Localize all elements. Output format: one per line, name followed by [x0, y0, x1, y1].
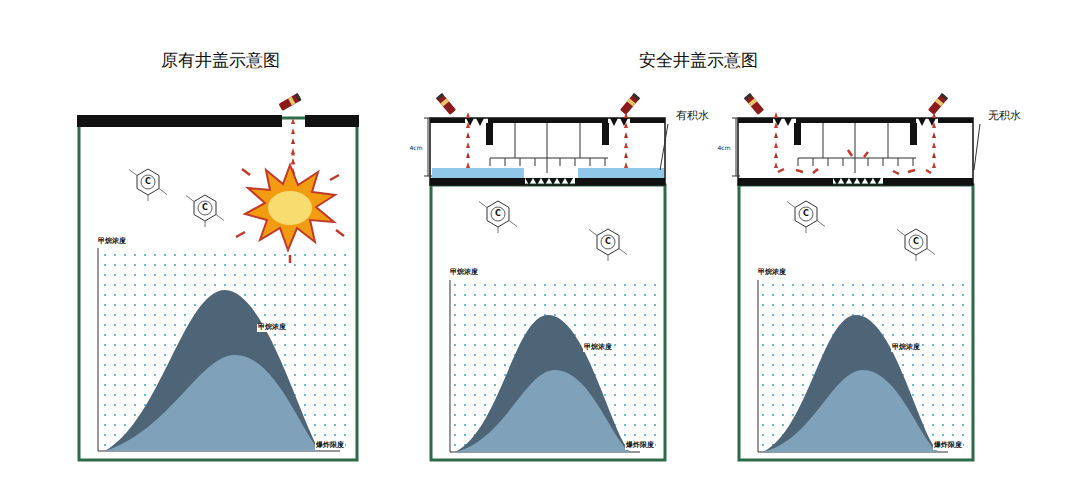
atom-label: C	[803, 210, 809, 219]
curve-label: 甲烷浓度	[891, 344, 921, 352]
curve-label: 甲烷浓度	[583, 344, 613, 352]
axis-label: 爆炸限度	[933, 442, 963, 450]
atom-label: C	[202, 204, 208, 213]
axis-label: 爆炸限度	[625, 442, 655, 450]
axis-label: 甲烷浓度	[757, 269, 787, 277]
dimension-label: 4cm	[410, 145, 423, 152]
callout-label: 有积水	[676, 110, 709, 122]
axis-label: 甲烷浓度	[449, 269, 479, 277]
panel-title: 原有井盖示意图	[161, 51, 280, 70]
axis-label: 甲烷浓度	[97, 238, 127, 246]
atom-label: C	[495, 210, 501, 219]
axis-label: 爆炸限度	[315, 442, 345, 450]
panel-title: 安全井盖示意图	[639, 51, 758, 70]
atom-label: C	[145, 178, 151, 187]
dimension-label: 4cm	[718, 145, 731, 152]
curve-label: 甲烷浓度	[257, 324, 287, 332]
callout-label: 无积水	[988, 110, 1021, 122]
atom-label: C	[605, 238, 611, 247]
atom-label: C	[913, 238, 919, 247]
